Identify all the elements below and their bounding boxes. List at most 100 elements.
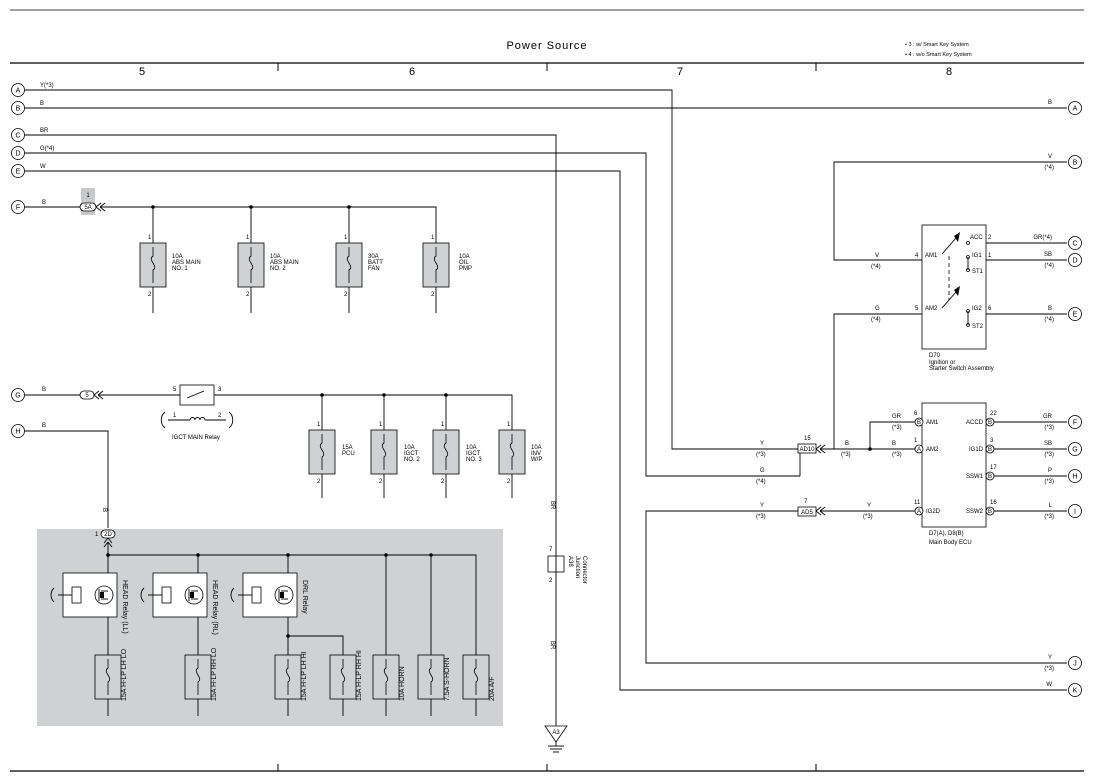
wire-color: V: [1048, 154, 1052, 160]
left-connectors: A B C D E F G H: [11, 83, 25, 438]
wire-color: SB: [1044, 441, 1052, 447]
fuse-pin: 2: [246, 292, 250, 298]
wire-color: GR(*4): [1033, 235, 1052, 241]
fuse-igct-2: 1 2: [370, 395, 398, 498]
wire-label-d: G(*4): [40, 146, 54, 152]
pin: 1: [988, 253, 992, 259]
wire: V: [875, 253, 879, 259]
connector-ad5: Y (*3) 7 AD5 Y (*3): [645, 499, 1067, 664]
pin: 4: [915, 253, 919, 259]
ad5-pin: 7: [804, 499, 808, 505]
column-8: 8: [946, 66, 952, 78]
fuse-pin: 1: [507, 422, 511, 428]
fuse-pin: 2: [344, 292, 348, 298]
bottom-fuse: 7.5A S-HORN: [417, 654, 451, 716]
fuse-pin: 2: [317, 479, 321, 485]
connector-letter: C: [1072, 241, 1077, 248]
fuse-pin: 2: [148, 292, 152, 298]
ecu-terminal: IG1D: [969, 447, 984, 453]
wire-note: (*4): [1044, 165, 1054, 171]
wire-color: GR: [1043, 414, 1053, 420]
wire-color: Y: [1048, 655, 1052, 661]
igct-relay-switch: [179, 384, 215, 406]
left-connector-G: G: [15, 393, 20, 400]
wire-color: B: [1048, 306, 1052, 312]
fuse-name: 15A H-LP RH LO: [211, 647, 218, 701]
fuse-abs-main-2: 1 2: [237, 207, 265, 313]
wire-color: SB: [1044, 252, 1052, 258]
ecu-connector-code: A: [917, 447, 921, 453]
left-connector-A: A: [16, 88, 21, 95]
bottom-fuse: 20A A/F: [462, 654, 496, 716]
connector-5A-pin: 1: [86, 193, 90, 199]
relay-label: DRL Relay: [301, 580, 308, 614]
fuse-inv-wp: 1 2: [498, 422, 526, 498]
fuse-oil-pmp: 1 2: [422, 235, 450, 313]
relay-label: HEAD Relay (RL): [211, 580, 218, 635]
ecu-name: Main Body ECU: [929, 540, 972, 546]
igct-pin: 5: [173, 387, 177, 393]
terminal: AM2: [925, 306, 938, 312]
ecu-pin: 3: [990, 438, 994, 444]
pin: 5: [915, 306, 919, 312]
left-connector-D: D: [15, 151, 20, 158]
connector-letter: H: [1072, 474, 1077, 481]
ecu-pin: 22: [990, 411, 997, 417]
connector-letter: D: [1072, 258, 1077, 265]
column-5: 5: [139, 66, 145, 78]
wire-label-b: B: [40, 101, 44, 107]
junction-pin-top: 7: [549, 547, 553, 553]
right-connector-C: C GR(*4): [1033, 235, 1082, 250]
connector-2D-pin: 1: [95, 532, 99, 538]
fuse-pin: 1: [344, 235, 348, 241]
junction-pin-bottom: 2: [549, 578, 553, 584]
ecu-terminal: AM1: [926, 420, 939, 426]
wire-note: (*3): [841, 452, 851, 458]
wire: B: [845, 441, 849, 447]
fuse-pin: 1: [431, 235, 435, 241]
connector-letter: G: [1072, 447, 1077, 454]
fuse-igct-3: 1 2: [432, 395, 460, 498]
junction-name: A38JunctionConnector: [567, 556, 587, 584]
bottom-fuse: 15A H-LP RH HI: [329, 650, 363, 716]
right-connector-D: D SB (*4): [1044, 252, 1082, 269]
fuse-abs-main-1: 1 2: [139, 207, 167, 313]
wire: GR: [892, 414, 902, 420]
fuse-pin: 1: [441, 422, 445, 428]
fuse-name: 20A A/F: [489, 676, 496, 701]
ground-label: A3: [552, 730, 560, 736]
wire: Y: [760, 441, 764, 447]
fuse-batt-fan: 1 2: [335, 207, 363, 313]
fuse-name: 15A H-LP LH LO: [121, 648, 128, 701]
fuse-name: 7.5A S-HORN: [444, 657, 451, 701]
ignition-switch-d70: V (*4) 4 AM1 G (*4) 5 AM2 ACC 2 IG1 1 ST…: [826, 161, 1067, 450]
wire-note: (*4): [871, 317, 881, 323]
connector-letter: I: [1074, 509, 1076, 516]
ecu-pin: 1: [914, 438, 918, 444]
left-connector-F: F: [16, 205, 20, 212]
bottom-fuse: 15A H-LP LH HI: [274, 651, 308, 716]
wire-note: (*4): [756, 479, 766, 485]
bottom-fuse: 15A H-LP LH LO: [94, 648, 128, 716]
fuse-pin: 1: [148, 235, 152, 241]
wire-note: (*3): [1044, 666, 1054, 672]
wire-note: (*4): [1044, 263, 1054, 269]
bottom-fuse: 15A H-LP RH LO: [184, 647, 218, 716]
terminal: ACC: [970, 235, 983, 241]
ignition-id: D70: [929, 353, 941, 359]
fuse-pin: 2: [379, 479, 383, 485]
fuse-pin: 1: [246, 235, 250, 241]
wire-label-c: BR: [40, 128, 49, 134]
ecu-connector-code: B: [988, 447, 992, 453]
wire-note: (*4): [871, 264, 881, 270]
ecu-terminal: AM2: [926, 447, 939, 453]
junction-connector-a38: BR 7 2 A38JunctionConnector BR A3: [544, 501, 587, 753]
